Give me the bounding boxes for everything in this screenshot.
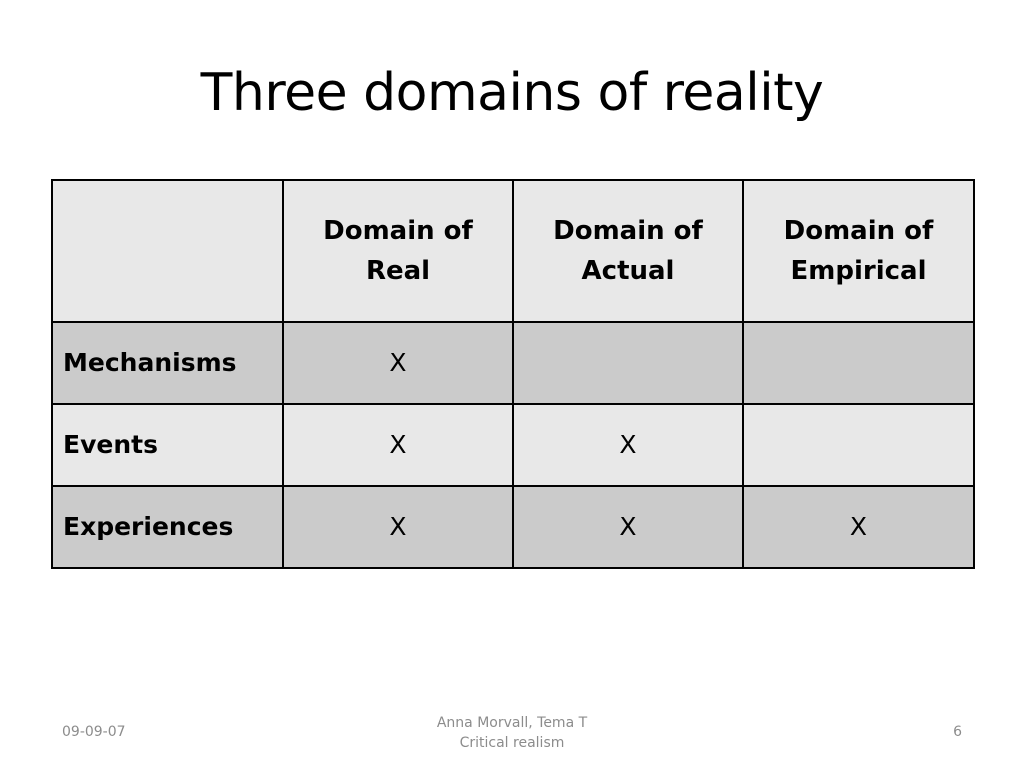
column-header-line: Domain of bbox=[553, 216, 703, 246]
table-cell: X bbox=[282, 321, 514, 405]
column-header-line: Actual bbox=[581, 256, 675, 286]
table-row-events: Events X X bbox=[51, 403, 975, 487]
column-header-real: Domain of Real bbox=[282, 179, 514, 323]
footer-subtitle: Critical realism bbox=[459, 735, 565, 751]
footer-author: Anna Morvall, Tema T bbox=[436, 715, 588, 731]
table-cell bbox=[512, 321, 744, 405]
table-cell bbox=[742, 321, 975, 405]
row-label: Mechanisms bbox=[51, 321, 284, 405]
footer-author-block: Anna Morvall, Tema T Critical realism bbox=[412, 713, 612, 753]
footer-date: 09-09-07 bbox=[62, 724, 126, 740]
column-header-line: Empirical bbox=[790, 256, 927, 286]
slide-title: Three domains of reality bbox=[200, 63, 824, 123]
domains-table: Domain of Real Domain of Actual Domain o… bbox=[51, 179, 975, 569]
table-row-experiences: Experiences X X X bbox=[51, 485, 975, 569]
table-cell: X bbox=[282, 403, 514, 487]
footer-page-number: 6 bbox=[953, 724, 962, 740]
table-corner-cell bbox=[51, 179, 284, 323]
row-label: Experiences bbox=[51, 485, 284, 569]
table-row-mechanisms: Mechanisms X bbox=[51, 321, 975, 405]
table-cell: X bbox=[742, 485, 975, 569]
table-cell: X bbox=[512, 485, 744, 569]
table-cell bbox=[742, 403, 975, 487]
table-header-row: Domain of Real Domain of Actual Domain o… bbox=[51, 179, 975, 323]
table-cell: X bbox=[282, 485, 514, 569]
column-header-line: Domain of bbox=[323, 216, 473, 246]
column-header-empirical: Domain of Empirical bbox=[742, 179, 975, 323]
row-label: Events bbox=[51, 403, 284, 487]
table-cell: X bbox=[512, 403, 744, 487]
column-header-line: Real bbox=[365, 256, 431, 286]
column-header-line: Domain of bbox=[783, 216, 934, 246]
column-header-actual: Domain of Actual bbox=[512, 179, 744, 323]
